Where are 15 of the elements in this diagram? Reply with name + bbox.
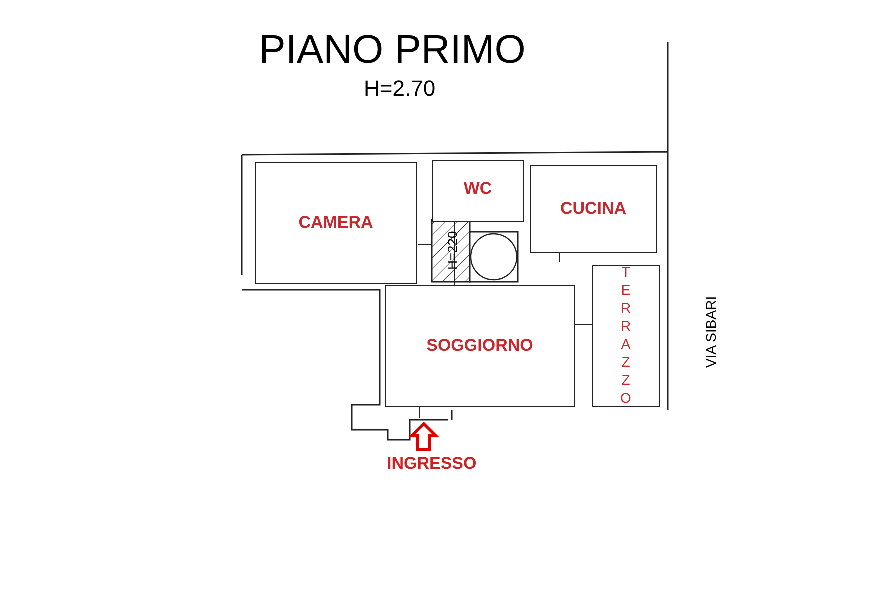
stair-height-label: H=220 xyxy=(445,231,460,270)
room-area xyxy=(432,160,524,222)
ceiling-height-label: H=2.70 xyxy=(364,76,436,102)
room-area xyxy=(255,162,417,284)
room-name: CUCINA xyxy=(560,199,627,219)
room-name: WC xyxy=(464,179,492,199)
street-name: VIA SIBARI xyxy=(703,296,719,368)
room-name: TERRAZZO xyxy=(618,264,634,408)
room-area xyxy=(385,285,575,407)
room-name: SOGGIORNO xyxy=(426,336,534,356)
room-name: CAMERA xyxy=(298,213,374,233)
room-area xyxy=(592,265,660,407)
room-area xyxy=(530,165,657,253)
entrance-label: INGRESSO xyxy=(387,454,477,474)
plan-title: PIANO PRIMO xyxy=(258,28,527,73)
